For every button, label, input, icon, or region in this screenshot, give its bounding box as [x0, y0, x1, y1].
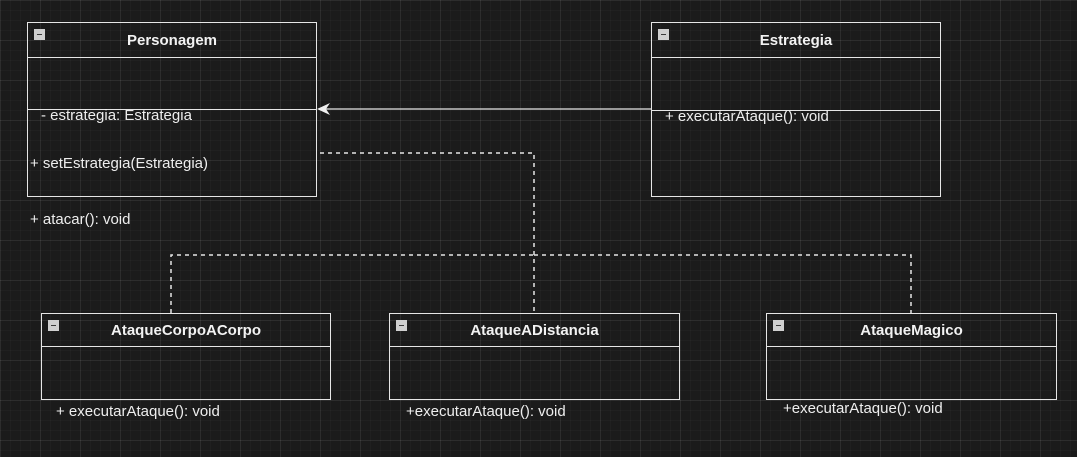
- class-header[interactable]: AtaqueADistancia: [390, 314, 679, 347]
- method: + executarAtaque(): void: [56, 403, 220, 420]
- methods-section: + executarAtaque(): void: [42, 347, 330, 457]
- dashed-link-magico[interactable]: [534, 254, 912, 313]
- method: + atacar(): void: [30, 211, 131, 228]
- class-header[interactable]: Personagem: [28, 23, 316, 58]
- attribute: - estrategia: Estrategia: [41, 107, 192, 124]
- method: +executarAtaque(): void: [783, 400, 943, 417]
- class-header[interactable]: AtaqueCorpoACorpo: [42, 314, 330, 347]
- collapse-icon[interactable]: [34, 29, 45, 40]
- methods-section: + setEstrategia(Estrategia) + atacar(): …: [28, 110, 316, 265]
- attributes-section: - estrategia: Estrategia: [28, 58, 316, 124]
- class-title: AtaqueCorpoACorpo: [111, 322, 261, 339]
- method: + executarAtaque(): void: [665, 108, 829, 125]
- class-ataque-corpo-a-corpo[interactable]: AtaqueCorpoACorpo + executarAtaque(): vo…: [41, 313, 331, 420]
- class-ataque-magico[interactable]: AtaqueMagico +executarAtaque(): void: [766, 313, 1057, 417]
- methods-section: + executarAtaque(): void: [652, 58, 940, 125]
- class-title: AtaqueADistancia: [470, 322, 599, 339]
- class-title: Personagem: [126, 32, 218, 49]
- method: +executarAtaque(): void: [406, 403, 566, 420]
- collapse-icon[interactable]: [396, 320, 407, 331]
- class-ataque-a-distancia[interactable]: AtaqueADistancia +executarAtaque(): void: [389, 313, 680, 420]
- association-arrowhead: [317, 103, 330, 115]
- class-header[interactable]: Estrategia: [652, 23, 940, 58]
- collapse-icon[interactable]: [773, 320, 784, 331]
- method: + setEstrategia(Estrategia): [30, 155, 209, 172]
- dashed-link-personagem[interactable]: [320, 152, 535, 313]
- class-title: AtaqueMagico: [860, 322, 963, 339]
- class-header[interactable]: AtaqueMagico: [767, 314, 1056, 347]
- methods-section: +executarAtaque(): void: [390, 347, 679, 457]
- diagram-canvas: Personagem - estrategia: Estrategia + se…: [27, 22, 1057, 420]
- class-title: Estrategia: [759, 32, 833, 49]
- class-personagem[interactable]: Personagem - estrategia: Estrategia + se…: [27, 22, 317, 228]
- methods-section: +executarAtaque(): void: [767, 347, 1056, 454]
- collapse-icon[interactable]: [48, 320, 59, 331]
- collapse-icon[interactable]: [658, 29, 669, 40]
- class-estrategia[interactable]: Estrategia + executarAtaque(): void: [651, 22, 941, 197]
